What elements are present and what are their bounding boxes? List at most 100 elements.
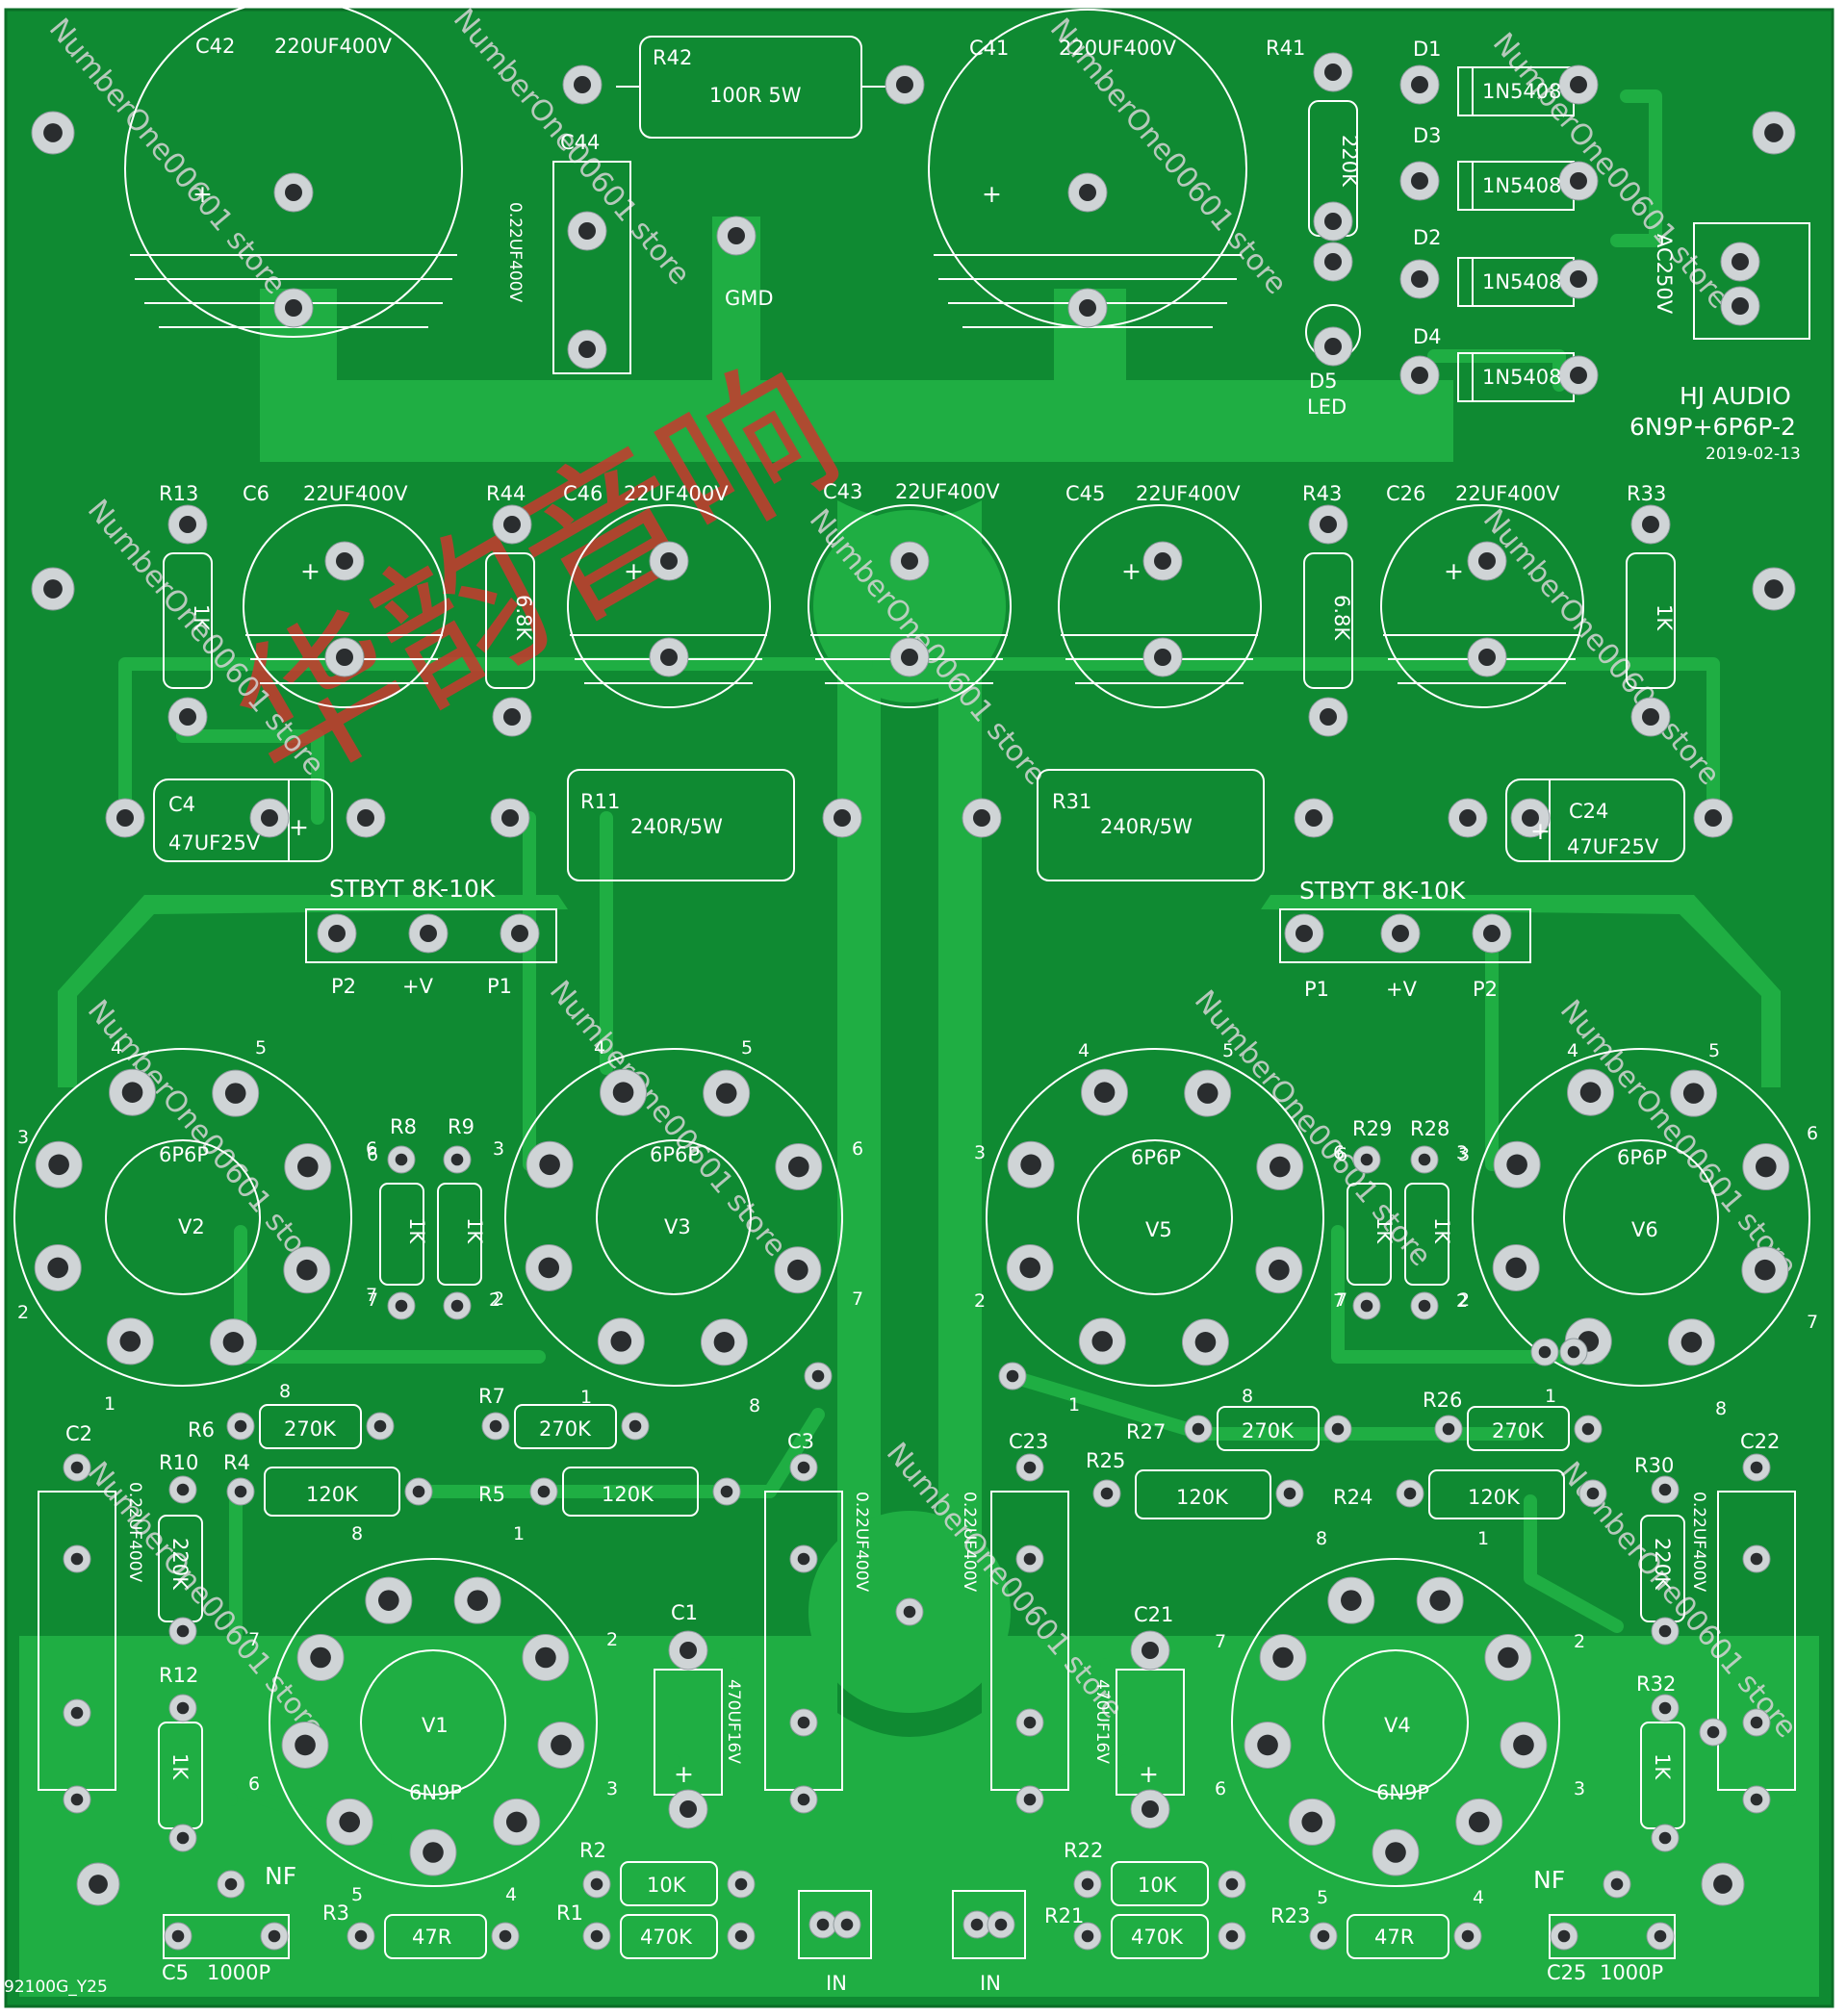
drill-hole <box>1079 184 1096 201</box>
pad-layer <box>31 52 1796 1951</box>
drill-hole <box>395 1153 408 1166</box>
label-R32: R32 <box>1636 1672 1676 1696</box>
drill-hole <box>973 809 990 827</box>
pin-1-V6: 1 <box>1545 1386 1556 1407</box>
drill-hole <box>70 1793 84 1806</box>
label-R1: R1 <box>556 1901 583 1925</box>
label-R21: R21 <box>1044 1904 1084 1927</box>
value-R22: 10K <box>1138 1874 1178 1897</box>
drill-hole <box>1324 64 1342 81</box>
drill-hole <box>1100 1487 1114 1500</box>
value-C24: 47UF25V <box>1567 835 1659 858</box>
drill-hole <box>1478 552 1496 570</box>
drill-hole <box>578 222 596 240</box>
drill-hole <box>1324 253 1342 270</box>
label-R41: R41 <box>1266 37 1305 60</box>
pin-6-R8: 6 <box>367 1144 378 1165</box>
stbyt-left-label: STBYT 8K-10K <box>329 875 496 903</box>
polarity-C46: + <box>624 557 644 585</box>
label-R4: R4 <box>223 1451 250 1474</box>
drill-hole <box>234 1485 247 1498</box>
drill-hole <box>179 516 196 533</box>
drill-hole <box>720 1485 733 1498</box>
drill-hole <box>1385 1842 1406 1863</box>
value-R7: 270K <box>539 1417 592 1441</box>
drill-hole <box>1705 809 1722 827</box>
label-R42: R42 <box>653 46 692 69</box>
drill-hole <box>578 341 596 358</box>
pin-2-R9: 2 <box>489 1289 500 1311</box>
drill-hole <box>395 1299 408 1313</box>
pin-6-V2: 6 <box>366 1138 377 1160</box>
label-V2: V2 <box>178 1215 205 1238</box>
value-D4: 1N5408 <box>1482 366 1562 389</box>
pin-6-R29: 6 <box>1336 1144 1347 1165</box>
drill-hole <box>48 1154 69 1176</box>
pin-7-V6: 7 <box>1807 1312 1818 1333</box>
drill-hole <box>1522 809 1539 827</box>
drill-hole <box>1142 1642 1159 1659</box>
pin-3-V6: 3 <box>1456 1142 1468 1163</box>
label-C43: C43 <box>823 480 862 503</box>
value-R24: 120K <box>1468 1486 1521 1509</box>
drill-hole <box>412 1485 425 1498</box>
label-V1: V1 <box>422 1714 449 1737</box>
pin-1-V2: 1 <box>104 1393 115 1415</box>
tube-type-V3: 6P6P <box>650 1143 700 1166</box>
drill-hole <box>1680 1332 1703 1353</box>
value-R10: 220K <box>168 1538 192 1591</box>
label-R44: R44 <box>486 482 526 505</box>
pin-5-V4: 5 <box>1317 1887 1328 1908</box>
drill-hole <box>1392 925 1409 942</box>
pin-1-V3: 1 <box>580 1387 592 1408</box>
label-V3: V3 <box>664 1215 691 1238</box>
value-R2: 10K <box>647 1874 687 1897</box>
drill-hole <box>1091 1331 1114 1352</box>
pin-8-V3: 8 <box>749 1395 760 1416</box>
drill-hole <box>1478 649 1496 666</box>
drill-hole <box>1023 1716 1037 1729</box>
drill-hole <box>680 1800 697 1818</box>
drill-hole <box>574 76 591 93</box>
polarity-C21: + <box>1139 1760 1159 1788</box>
pin-7-V2: 7 <box>366 1285 377 1306</box>
pin-2-V6: 2 <box>1456 1290 1468 1312</box>
drill-hole <box>1081 1877 1094 1891</box>
pin-2-V2: 2 <box>17 1302 29 1323</box>
label-D5: D5 <box>1309 370 1338 393</box>
drill-hole <box>787 1259 808 1281</box>
drill-hole <box>43 579 63 599</box>
pin-3-R28: 3 <box>1458 1144 1470 1165</box>
drill-hole <box>970 1918 984 1931</box>
label-V5: V5 <box>1145 1218 1172 1241</box>
pin-3-V3: 3 <box>493 1138 504 1160</box>
label-R33: R33 <box>1627 482 1666 505</box>
label-C25: C25 <box>1547 1961 1586 1984</box>
drill-hole <box>171 1929 185 1943</box>
drill-hole <box>1154 649 1171 666</box>
label-V6: V6 <box>1631 1218 1658 1241</box>
drill-hole <box>1654 1929 1667 1943</box>
drill-hole <box>1498 1646 1519 1669</box>
drill-hole <box>1642 708 1659 726</box>
drill-hole <box>1360 1299 1373 1313</box>
label-C3: C3 <box>787 1430 814 1453</box>
drill-hole <box>378 1590 399 1611</box>
drill-hole <box>811 1369 825 1383</box>
drill-hole <box>89 1875 108 1894</box>
date-label: 2019-02-13 <box>1706 445 1801 464</box>
drill-hole <box>590 1929 603 1943</box>
drill-hole <box>1225 1877 1239 1891</box>
value-R32: 1K <box>1651 1753 1674 1780</box>
drill-hole <box>295 1734 316 1756</box>
drill-hole <box>660 649 678 666</box>
pin-6-V5: 6 <box>1333 1142 1345 1163</box>
polarity-C24: + <box>1530 817 1551 845</box>
drill-hole <box>551 1734 572 1756</box>
drill-hole <box>420 925 437 942</box>
drill-hole <box>176 1483 190 1496</box>
tube-type-V2: 6P6P <box>159 1143 209 1166</box>
drill-hole <box>1682 1083 1705 1104</box>
polarity-C26: + <box>1444 557 1464 585</box>
pin-2-R28: 2 <box>1458 1289 1470 1311</box>
